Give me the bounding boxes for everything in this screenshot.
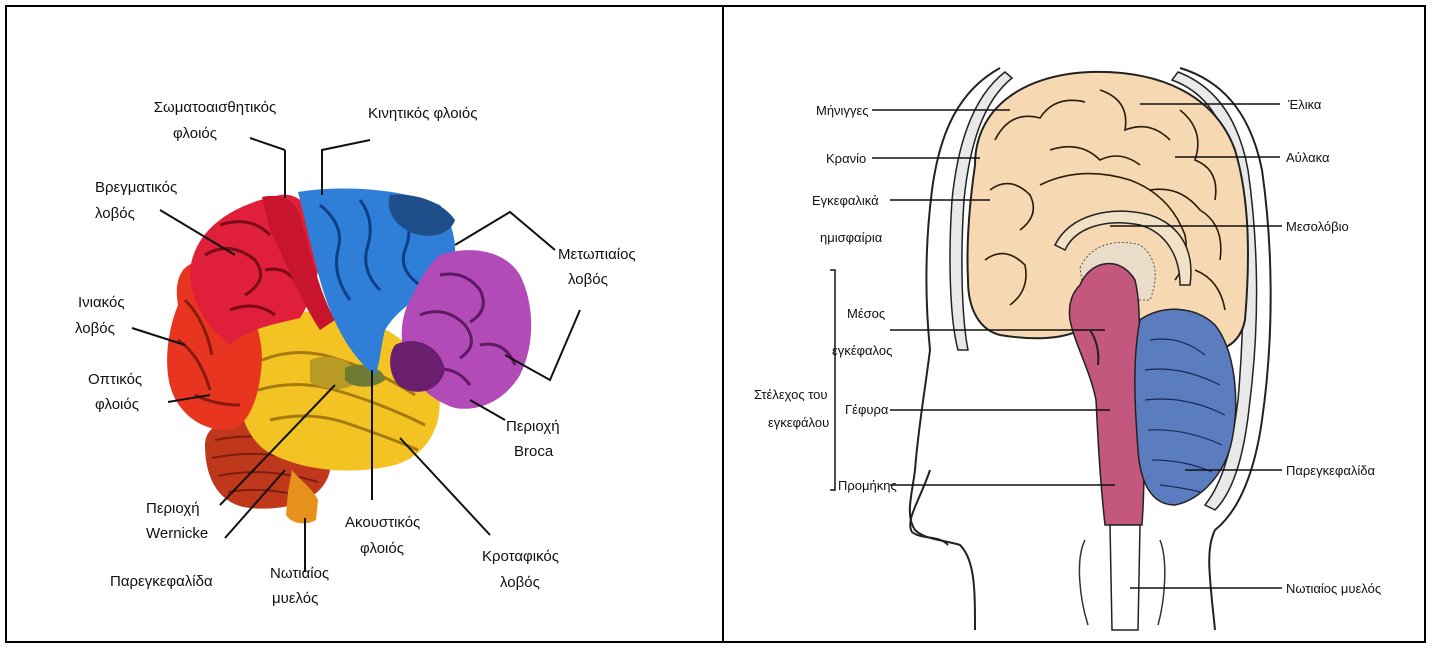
label-midbrain-2: εγκέφαλος	[832, 343, 892, 358]
brainstem-region	[1069, 264, 1144, 525]
label-sulcus: Αύλακα	[1286, 150, 1330, 165]
label-gyrus: Έλικα	[1287, 97, 1322, 112]
lateral-brain-diagram: Σωματοαισθητικός φλοιός Κινητικός φλοιός…	[75, 99, 636, 607]
label-temporal-2: λοβός	[500, 574, 540, 591]
label-visual-2: φλοιός	[95, 396, 139, 413]
sagittal-brain-diagram: Μήνιγγες Κρανίο Εγκεφαλικά ημισφαίρια Μέ…	[754, 68, 1381, 630]
label-spinal-1: Νωτιαίος	[270, 565, 329, 582]
label-broca-1: Περιοχή	[506, 418, 560, 435]
label-parietal-2: λοβός	[95, 205, 135, 222]
label-somatosensory-1: Σωματοαισθητικός	[154, 99, 276, 116]
label-somatosensory-2: φλοιός	[173, 125, 217, 142]
label-parietal-1: Βρεγματικός	[95, 179, 177, 196]
label-brainstem-2: εγκεφάλου	[768, 415, 829, 430]
label-corpus-callosum: Μεσολόβιο	[1286, 219, 1349, 234]
label-hemispheres-1: Εγκεφαλικά	[812, 193, 879, 208]
label-meninges: Μήνιγγες	[816, 103, 869, 118]
label-occipital-2: λοβός	[75, 320, 115, 337]
label-motor-cortex: Κινητικός φλοιός	[368, 105, 477, 122]
label-cerebellum-left: Παρεγκεφαλίδα	[110, 573, 213, 590]
label-spinal-2: μυελός	[272, 590, 318, 607]
label-brainstem-1: Στέλεχος του	[754, 387, 828, 402]
label-midbrain-1: Μέσος	[847, 306, 885, 321]
label-wernicke-2: Wernicke	[146, 525, 208, 542]
label-cerebellum-right: Παρεγκεφαλίδα	[1286, 463, 1375, 478]
label-medulla: Προμήκης	[838, 478, 897, 493]
label-frontal-2: λοβός	[568, 271, 608, 288]
spinal-cord-right	[1110, 525, 1140, 630]
label-auditory-2: φλοιός	[360, 540, 404, 557]
label-spinal-cord-right: Νωτιαίος μυελός	[1286, 581, 1381, 596]
label-auditory-1: Ακουστικός	[345, 514, 420, 531]
label-visual-1: Οπτικός	[88, 371, 142, 388]
label-temporal-1: Κροταφικός	[482, 548, 559, 565]
label-occipital-1: Ινιακός	[78, 294, 125, 311]
label-hemispheres-2: ημισφαίρια	[820, 230, 883, 245]
label-frontal-1: Μετωπιαίος	[558, 246, 636, 263]
label-skull: Κρανίο	[826, 151, 866, 166]
label-broca-2: Broca	[514, 443, 554, 460]
label-wernicke-1: Περιοχή	[146, 500, 200, 517]
label-pons: Γέφυρα	[845, 402, 889, 417]
nose-outline	[910, 470, 948, 545]
